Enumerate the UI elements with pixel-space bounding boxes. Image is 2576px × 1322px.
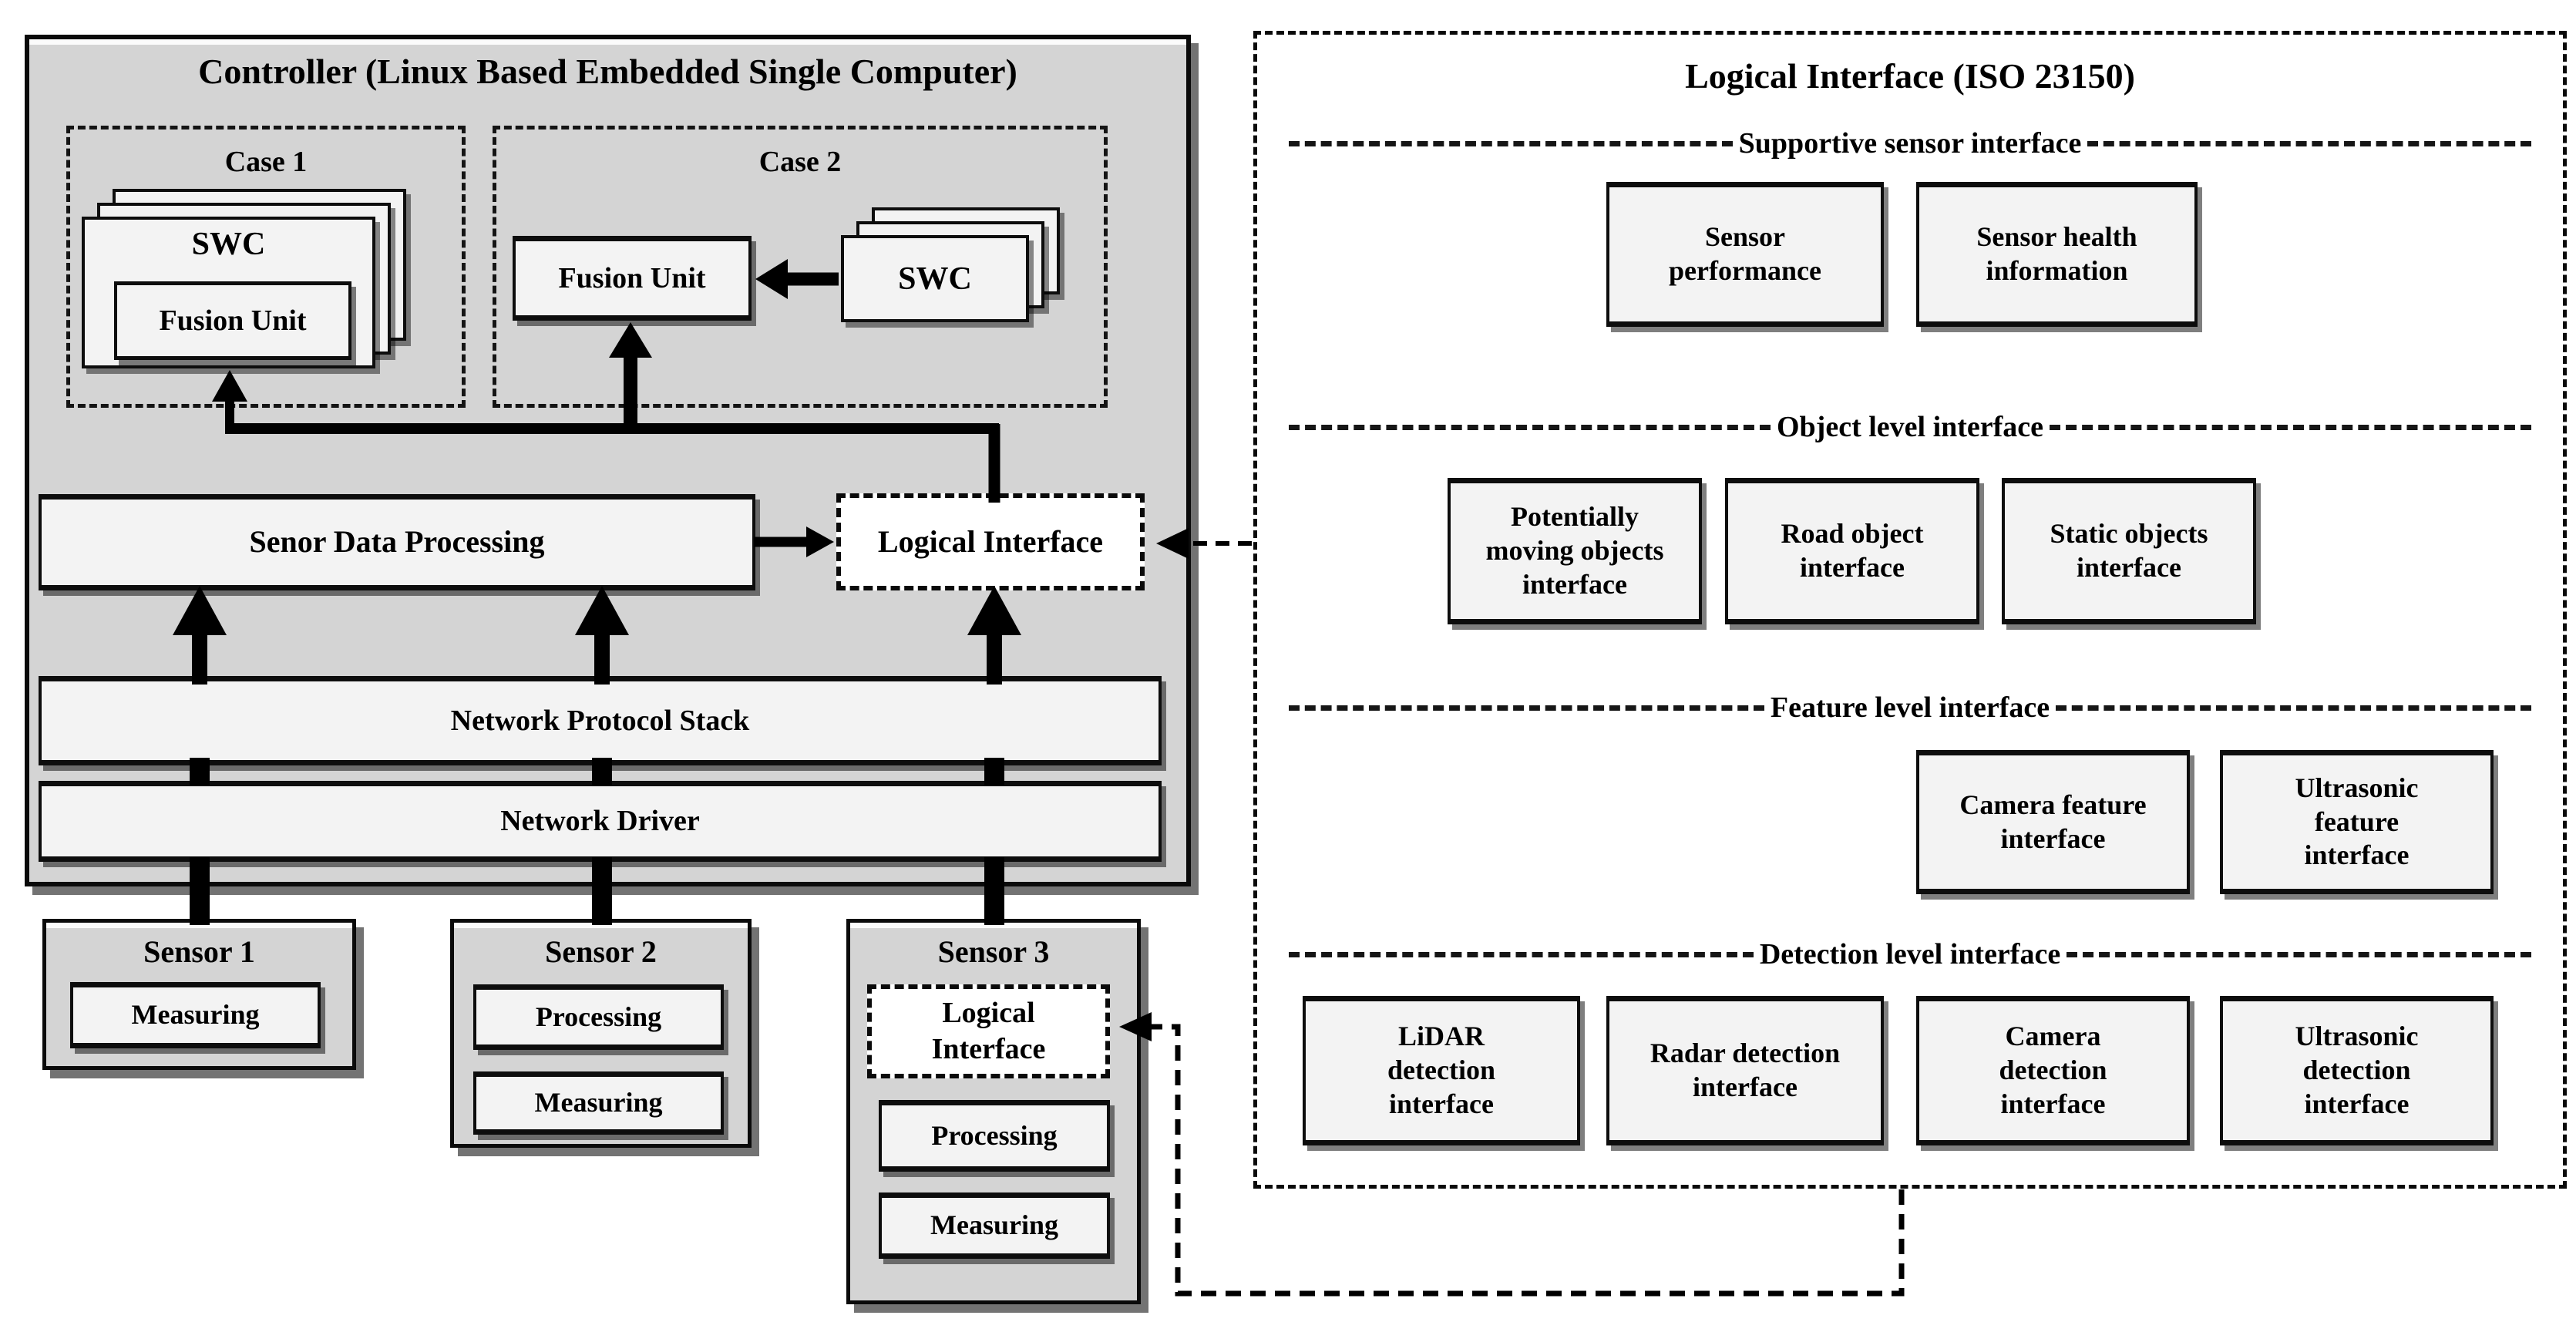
case2-swc-label: SWC xyxy=(898,261,972,297)
swc-card-front: SWC Fusion Unit xyxy=(82,217,375,368)
case2-label: Case 2 xyxy=(758,146,842,178)
section-header-feature: Feature level interface xyxy=(1284,688,2536,727)
sensor2-measuring-box: Measuring xyxy=(473,1071,724,1135)
sensor-health-information-box: Sensor health information xyxy=(1916,182,2198,327)
sensor3-title: Sensor 3 xyxy=(937,934,1050,969)
potentially-moving-objects-interface-box: Potentially moving objects interface xyxy=(1448,478,1702,624)
sensor1-measuring-box: Measuring xyxy=(70,982,321,1048)
network-driver-box: Network Driver xyxy=(39,781,1162,862)
camera-detection-interface-box: Camera detection interface xyxy=(1916,996,2190,1145)
road-object-interface-box: Road object interface xyxy=(1725,478,1979,624)
static-objects-interface-box: Static objects interface xyxy=(2002,478,2256,624)
sensor3-logical-interface-box: Logical Interface xyxy=(867,984,1110,1078)
sensor3-measuring-box: Measuring xyxy=(879,1192,1110,1259)
controller-title: Controller (Linux Based Embedded Single … xyxy=(198,52,1017,91)
sensor-performance-box: Sensor performance xyxy=(1606,182,1884,327)
section-header-label: Object level interface xyxy=(1776,411,2044,443)
case2-fusion-unit-box: Fusion Unit xyxy=(513,236,752,321)
sensor2-title: Sensor 2 xyxy=(545,934,657,969)
section-header-label: Supportive sensor interface xyxy=(1738,127,2082,160)
section-header-supportive: Supportive sensor interface xyxy=(1284,124,2536,163)
case1-fusion-unit-box: Fusion Unit xyxy=(114,281,351,360)
camera-feature-interface-box: Camera feature interface xyxy=(1916,750,2190,894)
section-header-label: Feature level interface xyxy=(1770,691,2050,724)
sensor3-processing-box: Processing xyxy=(879,1100,1110,1172)
ultrasonic-feature-interface-box: Ultrasonic feature interface xyxy=(2220,750,2494,894)
section-header-label: Detection level interface xyxy=(1759,938,2061,970)
sensor1-title: Sensor 1 xyxy=(143,934,255,969)
case1-swc-stack: SWC Fusion Unit xyxy=(82,189,436,374)
lidar-detection-interface-box: LiDAR detection interface xyxy=(1303,996,1580,1145)
swc-card-front: SWC xyxy=(841,235,1029,322)
case1-swc-label: SWC xyxy=(191,227,266,262)
controller-logical-interface-box: Logical Interface xyxy=(836,493,1145,590)
radar-detection-interface-box: Radar detection interface xyxy=(1606,996,1884,1145)
case2-swc-stack: SWC xyxy=(841,207,1072,331)
network-protocol-stack-box: Network Protocol Stack xyxy=(39,676,1162,765)
sensor-data-processing-box: Senor Data Processing xyxy=(39,494,755,590)
case1-box: Case 1 xyxy=(66,126,466,408)
iso-panel-title: Logical Interface (ISO 23150) xyxy=(1685,56,2135,96)
section-header-object: Object level interface xyxy=(1284,408,2536,446)
section-header-detection: Detection level interface xyxy=(1284,935,2536,974)
case2-box: Case 2 xyxy=(493,126,1108,408)
ultrasonic-detection-interface-box: Ultrasonic detection interface xyxy=(2220,996,2494,1145)
sensor2-processing-box: Processing xyxy=(473,984,724,1050)
case1-label: Case 1 xyxy=(224,146,308,178)
